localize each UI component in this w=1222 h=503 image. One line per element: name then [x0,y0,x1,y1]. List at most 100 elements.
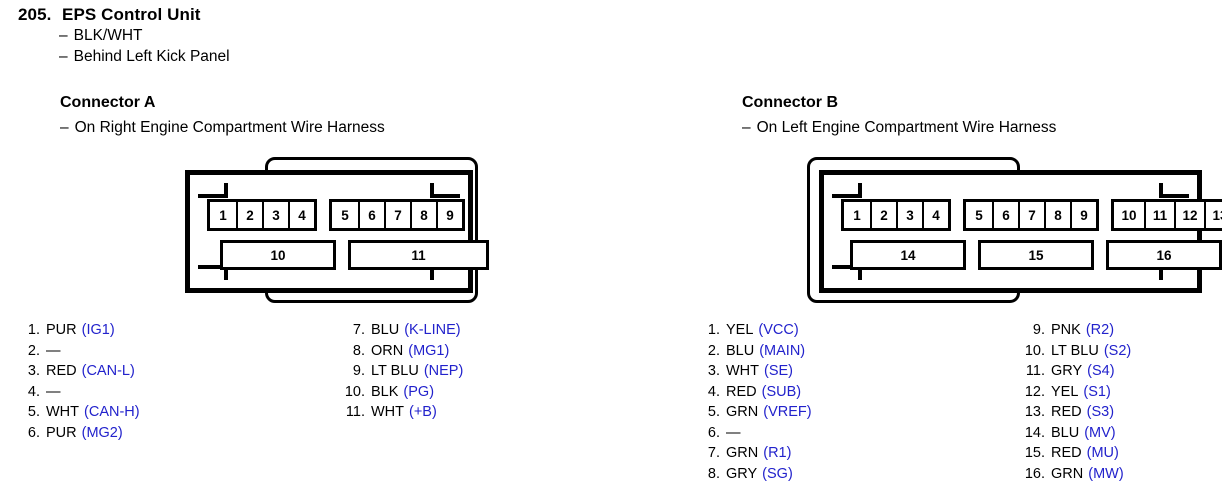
connector-a-bottom-pin-row: 10 11 [220,240,489,270]
pin-signal-name: (SUB) [761,383,802,400]
pin-signal-name: (S1) [1083,383,1111,400]
pin-list-item: 5.GRN(VREF) [700,402,812,423]
pin-empty-dash: — [46,342,61,359]
pin-cell: 13 [1204,202,1222,228]
pin-signal-name: (S2) [1103,342,1132,359]
connector-a-subtitle-text: On Right Engine Compartment Wire Harness [74,119,385,136]
pin-signal-name: (MV) [1084,424,1116,441]
pin-cell: 5 [966,202,992,228]
pin-cell: 16 [1109,243,1219,267]
notch-top-left-icon [198,183,228,198]
pin-cell: 3 [262,202,288,228]
pin-wire-color: WHT [726,363,760,379]
pin-list-item: 13. RED(S3) [1018,402,1131,423]
pin-wire-color: RED [1051,404,1082,420]
pin-list-item: 8.ORN(MG1) [338,341,463,362]
pin-group: 10 [220,240,336,270]
connector-a-pinlist-left: 1.PUR(IG1)2.—3.RED(CAN-L)4.—5.WHT(CAN-H)… [20,320,140,443]
pin-list-item: 5.WHT(CAN-H) [20,402,140,423]
connector-b-heading: Connector B [742,94,838,111]
pin-signal-name: (SG) [762,465,793,482]
pin-wire-color: GRN [1051,465,1084,482]
pin-number: 1. [707,322,720,338]
pin-cell: 6 [992,202,1018,228]
pin-signal-name: (MG1) [408,342,450,359]
pin-wire-color: GRN [726,445,759,461]
pin-wire-color: WHT [46,404,80,420]
connector-a-body [185,170,473,293]
pin-list-item: 14.BLU(MV) [1018,423,1131,444]
pin-signal-name: (+B) [409,404,437,420]
pin-wire-color: PUR [46,322,77,338]
pin-list-item: 11.WHT(+B) [338,402,463,423]
item-number: 205. [18,5,52,24]
pin-list-item: 4.RED(SUB) [700,382,812,403]
pin-number: 2. [707,342,720,359]
pin-list-item: 15.RED(MU) [1018,443,1131,464]
pin-cell: 1 [210,202,236,228]
pin-cell: 9 [1070,202,1096,228]
pin-list-item: 6.— [700,423,812,444]
pin-wire-color: GRY [1051,363,1083,379]
pin-wire-color: BLU [726,342,755,359]
pin-wire-color: GRY [726,465,758,482]
pin-number: 8. [707,465,720,482]
dash-glyph-icon: – [742,119,751,136]
pin-cell: 11 [1144,202,1174,228]
pin-signal-name: (IG1) [81,322,115,338]
pin-list-item: 3.WHT(SE) [700,361,812,382]
pin-number: 9. [352,363,365,379]
pin-number: 9. [1032,322,1045,338]
pin-cell: 4 [922,202,948,228]
pin-list-item: 4. — [20,382,140,403]
pin-group: 10111213 [1111,199,1222,231]
pin-signal-name: (CAN-L) [81,363,135,379]
header-note-wire: –BLK/WHT [59,25,718,46]
pin-number: 6. [27,424,40,441]
page-title: 205. EPS Control Unit [18,5,718,25]
connector-b-subtitle-text: On Left Engine Compartment Wire Harness [756,119,1057,136]
pin-signal-name: (MU) [1086,445,1119,461]
pin-cell: 5 [332,202,358,228]
pin-number: 12. [1024,383,1045,400]
pin-signal-name: (SE) [764,363,794,379]
pin-list-item: 7.BLU(K-LINE) [338,320,463,341]
pin-cell: 2 [236,202,262,228]
pin-signal-name: (R2) [1085,322,1115,338]
pin-group: 16 [1106,240,1222,270]
pin-number: 7. [707,445,720,461]
pin-list-item: 6.PUR(MG2) [20,423,140,444]
pin-list-item: 9.PNK(R2) [1018,320,1131,341]
pin-wire-color: RED [46,363,77,379]
pin-group: 15 [978,240,1094,270]
connector-b-top-pin-row: 12345678910111213 [841,199,1222,231]
pin-list-item: 12.YEL(S1) [1018,382,1131,403]
pin-signal-name: (S4) [1087,363,1115,379]
pin-cell: 6 [358,202,384,228]
pin-number: 3. [27,363,40,379]
pin-wire-color: YEL [726,322,754,338]
pin-signal-name: (MAIN) [759,342,806,359]
pin-cell: 4 [288,202,314,228]
pin-list-item: 2. BLU(MAIN) [700,341,812,362]
pin-wire-color: BLU [371,322,400,338]
pin-number: 4. [27,383,40,400]
pin-number: 1. [27,322,40,338]
connector-b-subtitle: –On Left Engine Compartment Wire Harness [742,119,1056,137]
pin-list-item: 1. PUR(IG1) [20,320,140,341]
pin-group: 14 [850,240,966,270]
pin-number: 11. [345,404,365,420]
pin-group: 11 [348,240,489,270]
pin-cell: 7 [384,202,410,228]
pin-number: 13. [1024,404,1045,420]
pin-signal-name: (S3) [1086,404,1115,420]
pin-list-item: 1.YEL(VCC) [700,320,812,341]
pin-cell: 2 [870,202,896,228]
pin-empty-dash: — [46,383,61,400]
pin-cell: 8 [410,202,436,228]
pin-signal-name: (NEP) [423,363,464,379]
